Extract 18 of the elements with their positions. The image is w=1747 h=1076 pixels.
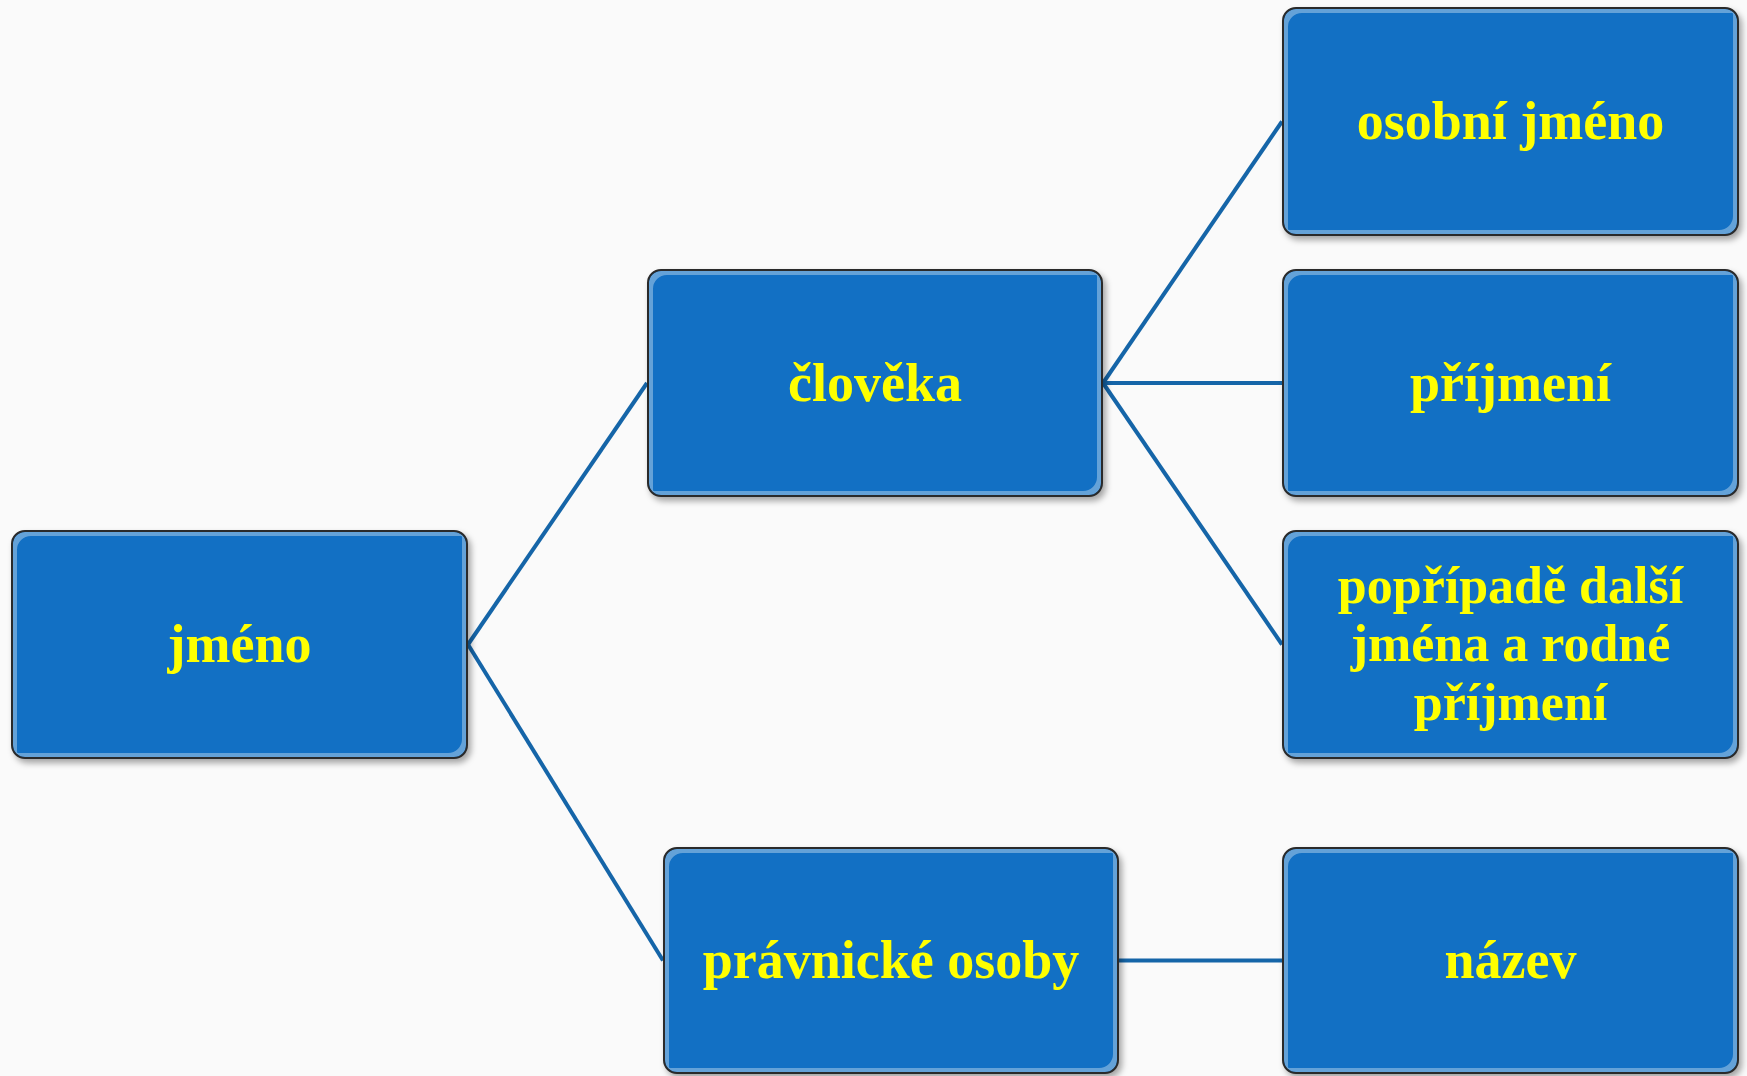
connector-line (1119, 958, 1282, 963)
node-label: popřípadě další jména a rodné příjmení (1336, 557, 1685, 732)
node-label: člověka (788, 352, 962, 414)
node-box (11, 530, 468, 759)
node-box (1282, 530, 1739, 759)
node-label: příjmení (1410, 352, 1611, 414)
connector-line (466, 643, 665, 962)
node-box (1282, 269, 1739, 497)
connector-line (1103, 381, 1282, 385)
node-label: právnické osoby (702, 930, 1080, 991)
node-box (1282, 7, 1739, 236)
node-box (663, 847, 1119, 1074)
node-box (1282, 847, 1739, 1074)
node-box (647, 269, 1103, 497)
node-label: osobní jméno (1356, 91, 1665, 152)
connector-line (466, 381, 649, 646)
node-label: jméno (167, 614, 312, 675)
node-label: název (1444, 930, 1577, 991)
